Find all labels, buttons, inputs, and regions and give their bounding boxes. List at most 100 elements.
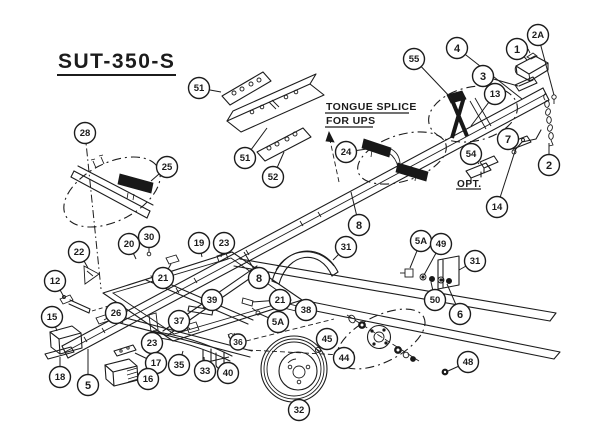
callout-number-50: 50 xyxy=(430,295,441,306)
callout-number-12: 12 xyxy=(50,276,61,287)
callout-circle-49 xyxy=(429,232,453,256)
callout-number-1: 1 xyxy=(514,44,520,56)
callout-circle-8 xyxy=(247,266,271,290)
callout-number-22: 22 xyxy=(74,247,85,258)
bolt-30 xyxy=(146,251,152,257)
callout-number-19: 19 xyxy=(194,238,205,249)
callout-number-2A: 2A xyxy=(532,30,544,41)
callout-circle-8 xyxy=(347,213,371,237)
callout-circle-15 xyxy=(40,305,64,329)
callout-circle-3 xyxy=(471,64,495,88)
callout-circle-45 xyxy=(315,327,339,351)
callout-number-5: 5 xyxy=(85,380,91,392)
callout-circle-24 xyxy=(334,140,358,164)
callout-circle-52 xyxy=(261,165,285,189)
callout-number-36: 36 xyxy=(233,337,243,347)
callout-number-4: 4 xyxy=(454,43,461,55)
callout-number-17: 17 xyxy=(151,358,162,369)
callout-number-35: 35 xyxy=(174,360,185,371)
lug-bolt-45 xyxy=(314,346,322,354)
callout-number-26: 26 xyxy=(111,308,122,319)
callout-circle-39 xyxy=(200,288,224,312)
bracket-3 xyxy=(514,76,538,92)
callout-circle-12 xyxy=(43,269,67,293)
bracket-17 xyxy=(113,344,137,357)
callout-number-24: 24 xyxy=(341,147,352,158)
callout-number-49: 49 xyxy=(436,239,447,250)
callout-number-6: 6 xyxy=(457,309,463,321)
box-15 xyxy=(49,325,83,355)
callout-circle-21 xyxy=(151,266,175,290)
callout-number-18: 18 xyxy=(55,372,66,383)
callout-number-2: 2 xyxy=(546,160,552,172)
callout-circle-23 xyxy=(212,231,236,255)
rear-rails xyxy=(233,258,561,360)
callout-number-55: 55 xyxy=(409,54,420,65)
lug-nut-48 xyxy=(441,368,449,376)
callout-number-8: 8 xyxy=(256,273,262,285)
callout-number-16: 16 xyxy=(143,374,154,385)
callout-number-23: 23 xyxy=(219,238,230,249)
callout-number-21: 21 xyxy=(158,273,169,284)
callout-circle-30 xyxy=(137,225,161,249)
safety-chain xyxy=(543,92,554,147)
callout-circle-26 xyxy=(104,301,128,325)
tongue-splice-note-line2: FOR UPS xyxy=(326,115,375,127)
callout-circle-20 xyxy=(117,232,141,256)
callout-circle-38 xyxy=(294,298,318,322)
callout-number-8: 8 xyxy=(356,220,362,232)
callout-number-31: 31 xyxy=(470,256,481,267)
splice-note-arrow xyxy=(325,130,340,183)
opt-brackets-54 xyxy=(465,155,499,184)
bolt-2A xyxy=(551,94,557,104)
callout-circle-7 xyxy=(496,127,520,151)
callout-circle-32 xyxy=(287,398,311,422)
bunk-pad-25 xyxy=(117,173,154,194)
fender-bracket-31 xyxy=(437,255,460,290)
opt-note: OPT. xyxy=(456,179,481,190)
wheel xyxy=(260,335,328,403)
callout-number-13: 13 xyxy=(490,89,501,100)
callout-number-3: 3 xyxy=(480,71,486,83)
callout-number-32: 32 xyxy=(294,405,305,416)
bolt-5A xyxy=(255,310,261,316)
callout-number-48: 48 xyxy=(463,357,474,368)
callout-number-14: 14 xyxy=(492,202,503,213)
callout-circle-18 xyxy=(48,365,72,389)
bunk-screws xyxy=(90,154,105,169)
callout-circle-22 xyxy=(67,240,91,264)
callout-circle-50 xyxy=(423,288,447,312)
callout-circle-28 xyxy=(73,121,97,145)
callout-number-23: 23 xyxy=(147,338,158,349)
callout-number-5A: 5A xyxy=(272,317,284,328)
callout-circle-1 xyxy=(505,37,529,61)
callout-number-40: 40 xyxy=(223,368,234,379)
callout-circle-19 xyxy=(187,231,211,255)
callout-number-51: 51 xyxy=(194,83,205,94)
callout-number-38: 38 xyxy=(301,305,312,316)
title-block: SUT-350-S xyxy=(57,50,176,76)
page-title: SUT-350-S xyxy=(58,50,175,73)
callout-circle-54 xyxy=(459,142,483,166)
callout-circle-51 xyxy=(233,146,257,170)
fender-mount-detail xyxy=(400,255,460,290)
callout-circle-40 xyxy=(216,361,240,385)
bracket-21a xyxy=(165,254,180,265)
callout-circle-5A xyxy=(266,310,290,334)
post-23b xyxy=(148,312,159,333)
callout-number-28: 28 xyxy=(80,128,91,139)
callout-number-52: 52 xyxy=(268,172,279,183)
bar-18 xyxy=(44,346,75,360)
callout-number-25: 25 xyxy=(162,162,173,173)
splice-detail xyxy=(221,71,325,162)
callout-circle-33 xyxy=(193,359,217,383)
callout-circle-55 xyxy=(402,47,426,71)
callout-number-31: 31 xyxy=(341,242,352,253)
callout-circle-48 xyxy=(456,350,480,374)
callout-circle-6 xyxy=(448,302,472,326)
tail-light-16 xyxy=(104,358,139,387)
callout-circle-44 xyxy=(332,346,356,370)
callout-number-44: 44 xyxy=(339,353,350,364)
